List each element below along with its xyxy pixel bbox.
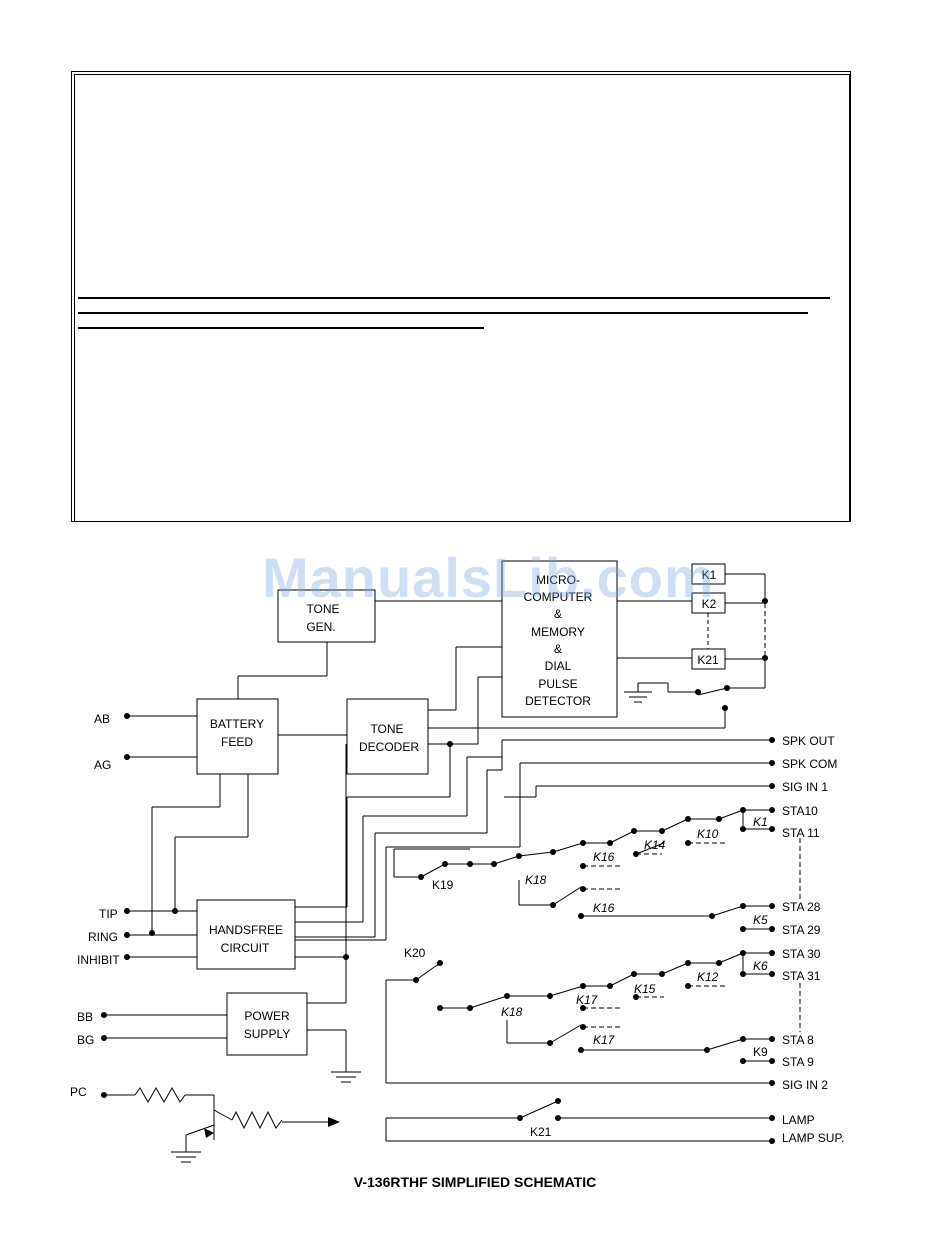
battery-feed-label-1: BATTERY bbox=[210, 717, 264, 731]
tone-gen-label-2: GEN. bbox=[306, 620, 335, 634]
relay-k6: K6 bbox=[753, 959, 768, 973]
terminal-lamp-sup: LAMP SUP. bbox=[782, 1131, 844, 1145]
micro-label-6: DIAL bbox=[545, 659, 572, 673]
micro-label-8: DETECTOR bbox=[525, 694, 591, 708]
terminal-spk-out: SPK OUT bbox=[782, 734, 835, 748]
tone-gen-label-1: TONE bbox=[306, 602, 339, 616]
junction-dots bbox=[101, 598, 775, 1144]
schematic-caption: V-136RTHF SIMPLIFIED SCHEMATIC bbox=[353, 1174, 597, 1190]
power-supply-label-1: POWER bbox=[244, 1009, 290, 1023]
relay-k17-b: K17 bbox=[593, 1033, 616, 1047]
blank-line-3 bbox=[78, 327, 484, 329]
relay-k12: K12 bbox=[697, 970, 719, 984]
terminal-bg: BG bbox=[77, 1033, 94, 1047]
power-supply-block bbox=[226, 992, 308, 1056]
notice-frame-inner bbox=[74, 74, 850, 522]
micro-label-2: COMPUTER bbox=[524, 590, 593, 604]
micro-label-3: & bbox=[554, 607, 562, 621]
terminal-ring: RING bbox=[88, 930, 118, 944]
terminal-sta31: STA 31 bbox=[782, 969, 821, 983]
relay-k16-a: K16 bbox=[593, 850, 615, 864]
handsfree-label-2: CIRCUIT bbox=[221, 941, 270, 955]
tone-decoder-label-2: DECODER bbox=[359, 740, 419, 754]
relay-k20: K20 bbox=[404, 946, 426, 960]
blank-line-1 bbox=[78, 297, 830, 299]
relay-k18-a: K18 bbox=[525, 873, 547, 887]
relay-k9: K9 bbox=[753, 1045, 768, 1059]
power-supply-label-2: SUPPLY bbox=[244, 1027, 290, 1041]
terminal-sta28: STA 28 bbox=[782, 900, 821, 914]
terminal-sta9: STA 9 bbox=[782, 1055, 814, 1069]
relay-k21: K21 bbox=[530, 1125, 552, 1139]
terminal-lamp: LAMP bbox=[782, 1113, 815, 1127]
micro-label-1: MICRO- bbox=[536, 573, 580, 587]
terminal-sta30: STA 30 bbox=[782, 947, 821, 961]
micro-block bbox=[501, 560, 618, 718]
terminal-ab: AB bbox=[94, 712, 110, 726]
tone-decoder-block bbox=[346, 698, 429, 775]
terminal-ag: AG bbox=[94, 758, 111, 772]
tone-decoder-label-1: TONE bbox=[370, 722, 403, 736]
terminal-inhibit: INHIBIT bbox=[77, 953, 120, 967]
handsfree-label-1: HANDSFREE bbox=[209, 923, 283, 937]
relay-k17-a: K17 bbox=[576, 993, 599, 1007]
micro-label-7: PULSE bbox=[538, 677, 577, 691]
blank-line-2 bbox=[78, 312, 808, 314]
k2-box-label: K2 bbox=[702, 597, 717, 611]
micro-label-5: & bbox=[554, 642, 562, 656]
terminal-pc: PC bbox=[70, 1085, 87, 1099]
terminal-sig-in-1: SIG IN 1 bbox=[782, 780, 828, 794]
terminal-sta10: STA10 bbox=[782, 804, 818, 818]
relay-k14: K14 bbox=[644, 838, 666, 852]
terminal-sta11: STA 11 bbox=[782, 826, 820, 840]
k1-box-label: K1 bbox=[702, 568, 717, 582]
micro-label-4: MEMORY bbox=[531, 625, 585, 639]
relay-k16-b: K16 bbox=[593, 901, 615, 915]
relay-k18-b: K18 bbox=[501, 1005, 523, 1019]
terminal-sta8: STA 8 bbox=[782, 1033, 814, 1047]
watermark: ManualsLib.com bbox=[262, 546, 715, 609]
terminal-bb: BB bbox=[77, 1010, 93, 1024]
relay-k10: K10 bbox=[697, 827, 719, 841]
relay-k5: K5 bbox=[753, 913, 768, 927]
terminal-sta29: STA 29 bbox=[782, 923, 821, 937]
relay-k19: K19 bbox=[432, 878, 454, 892]
terminal-spk-com: SPK COM bbox=[782, 757, 837, 771]
terminal-sig-in-2: SIG IN 2 bbox=[782, 1078, 828, 1092]
relay-k15: K15 bbox=[634, 982, 656, 996]
terminal-tip: TIP bbox=[99, 907, 118, 921]
battery-feed-label-2: FEED bbox=[221, 735, 253, 749]
relay-k1: K1 bbox=[753, 815, 768, 829]
k21-box-label: K21 bbox=[697, 653, 719, 667]
